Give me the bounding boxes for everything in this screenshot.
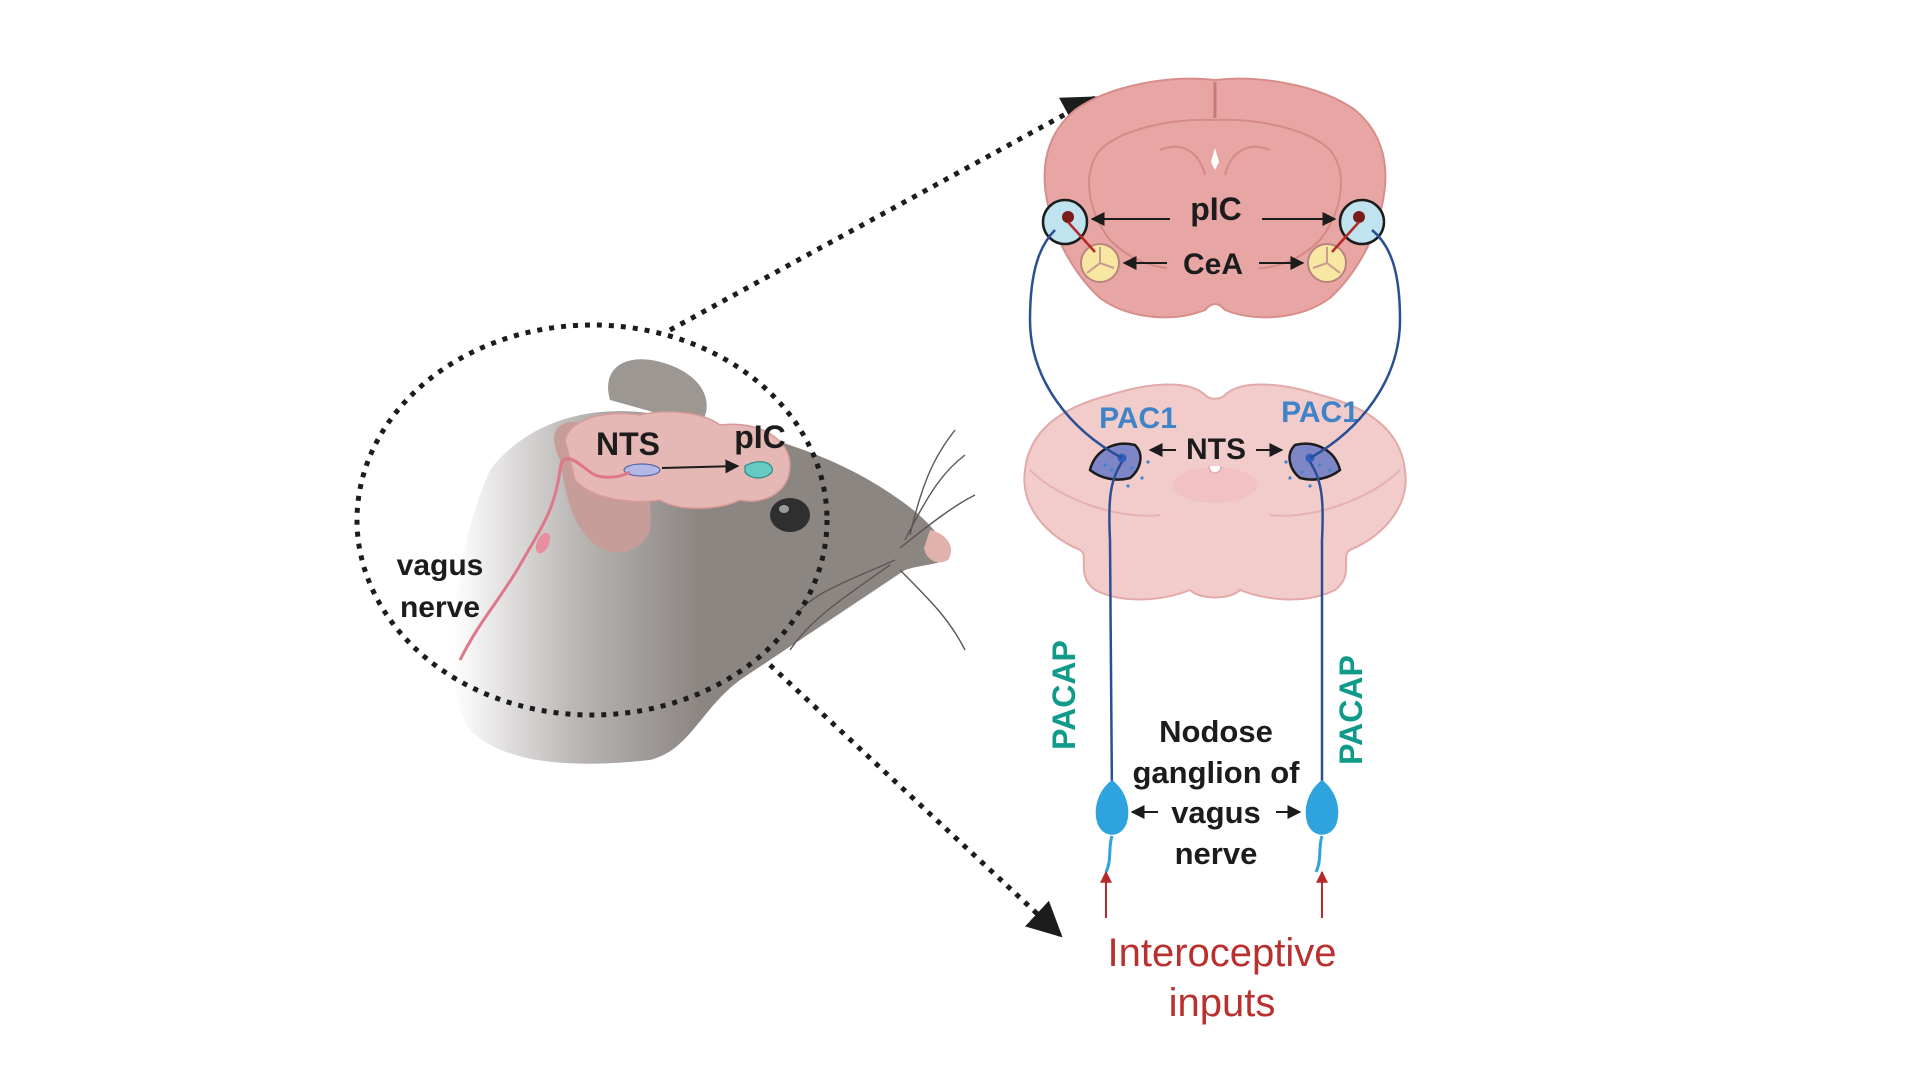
brain-cea-label: CeA xyxy=(1183,248,1243,281)
nodose-label-line4: nerve xyxy=(1175,836,1258,871)
nodose-neuron-left xyxy=(1095,780,1129,873)
zoom-arrow-to-inputs xyxy=(768,663,1063,938)
projection-ganglion-nts-left xyxy=(1108,461,1124,801)
mouse-pic-nucleus xyxy=(744,461,773,479)
vagus-nerve-label-line1: vagus xyxy=(397,549,484,582)
zoom-arrow-to-brain xyxy=(668,95,1099,333)
mouse-nts-to-pic-arrow xyxy=(661,459,740,474)
brain-hippocampus-left xyxy=(1159,145,1206,176)
nts-to-pic-projections xyxy=(1028,229,1402,460)
mouse-eye-highlight xyxy=(779,505,789,513)
cea-label-bg xyxy=(1167,245,1259,281)
cea-neuron-left xyxy=(1086,247,1115,274)
mouse-nts-label: NTS xyxy=(596,426,660,462)
interoceptive-inputs-line1: Interoceptive xyxy=(1107,931,1336,975)
mouse-nodose-ganglion xyxy=(535,532,551,554)
pic-neuron-left xyxy=(1062,211,1074,223)
nodose-label-bg xyxy=(1158,796,1276,830)
coronal-brain-section: pIC CeA xyxy=(1041,77,1387,319)
brain-hippocampus-right xyxy=(1224,145,1271,176)
mouse-pic-label: pIC xyxy=(734,419,786,455)
pacap-label-left: PACAP xyxy=(1046,640,1082,750)
projection-nts-pic-left xyxy=(1028,229,1123,460)
pic-cea-projection-left xyxy=(1067,221,1096,253)
pac1-label-right: PAC1 xyxy=(1281,396,1359,429)
zoom-circle xyxy=(354,322,830,718)
projection-ganglion-nts-right xyxy=(1308,461,1324,800)
mouse-vagus-nerve xyxy=(458,457,631,661)
ganglion-to-nts-projections xyxy=(1108,461,1324,801)
nodose-label-line3: vagus xyxy=(1171,795,1261,830)
interoceptive-inputs-line2: inputs xyxy=(1169,981,1276,1025)
mouse-nose xyxy=(924,530,952,563)
brainstem-section: NTS PAC1 PAC1 xyxy=(1023,383,1407,601)
pic-cea-projection-right xyxy=(1331,221,1360,253)
pic-label-bg xyxy=(1170,188,1262,230)
mouse-ear-back xyxy=(608,359,707,425)
mouse-brain xyxy=(564,411,791,509)
mouse-head-illustration xyxy=(452,359,976,764)
brainstem-nts-label: NTS xyxy=(1186,433,1246,466)
nodose-label-line1: Nodose xyxy=(1159,714,1273,749)
brainstem-center-region xyxy=(1173,467,1257,503)
pic-neuron-right xyxy=(1353,211,1365,223)
cea-neuron-right xyxy=(1312,247,1341,274)
projection-nts-pic-right xyxy=(1309,229,1402,460)
pac1-label-left: PAC1 xyxy=(1099,402,1177,435)
brain-ventricle xyxy=(1211,148,1219,170)
nts-label-bg xyxy=(1176,428,1256,466)
pacap-label-right: PACAP xyxy=(1333,655,1369,765)
vagus-nerve-label-line2: nerve xyxy=(400,591,480,624)
nodose-label-line2: ganglion of xyxy=(1132,755,1300,790)
pac1-receptor-dots xyxy=(1103,460,1332,488)
nodose-neuron-right xyxy=(1305,780,1339,873)
brain-pic-label: pIC xyxy=(1190,191,1242,227)
brainstem-inner-lines xyxy=(1029,469,1401,517)
mouse-eye xyxy=(770,498,810,532)
mouse-nts-nucleus xyxy=(623,463,661,477)
